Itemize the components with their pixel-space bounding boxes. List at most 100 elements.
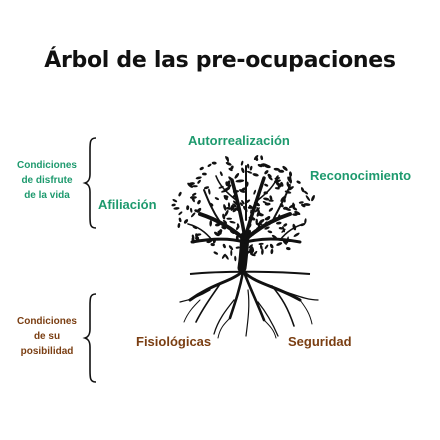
leaf-icon [293,232,300,237]
leaf-icon [240,160,244,166]
leaf-icon [256,206,261,214]
leaf-icon [249,165,253,171]
leaf-icon [264,217,269,221]
leaf-icon [208,188,211,195]
leaf-icon [230,249,233,257]
leaf-icon [267,230,273,234]
leaf-icon [246,170,253,174]
leaf-icon [226,184,232,191]
leaf-icon [228,167,233,172]
upper-brace-icon [82,137,97,229]
leaf-icon [277,183,283,189]
leaf-icon [287,184,291,191]
leaf-icon [210,243,215,247]
leaf-icon [223,196,228,201]
need-autorrealizacion: Autorrealización [188,133,290,148]
leaf-icon [173,207,180,210]
leaf-icon [276,221,282,225]
leaf-icon [224,254,229,260]
leaf-icon [178,191,182,197]
leaf-icon [247,163,250,169]
leaf-icon [214,231,220,237]
leaf-icon [186,205,190,211]
leaf-icon [274,187,280,190]
leaf-icon [252,250,258,256]
leaf-icon [304,218,307,224]
upper-group-line: Condiciones [16,160,77,171]
leaf-icon [286,247,291,251]
tree-roots [179,270,319,339]
leaf-icon [197,179,201,184]
leaf-icon [303,190,309,195]
leaf-icon [226,156,229,163]
tree-icon [171,154,319,339]
leaf-icon [190,212,196,218]
leaf-icon [239,202,243,207]
leaf-icon [234,255,237,262]
leaf-icon [294,210,301,216]
leaf-icon [276,242,283,246]
leaf-icon [171,203,176,207]
need-reconocimiento: Reconocimiento [310,168,412,183]
leaf-icon [209,219,213,227]
leaf-icon [292,206,298,211]
leaf-icon [264,244,269,250]
upper-group-label: Condiciones de disfrute de la vida [4,158,90,203]
leaf-icon [192,185,198,188]
leaf-icon [188,182,195,186]
leaf-icon [230,204,234,210]
need-fisiologicas: Fisiológicas [136,334,212,349]
leaf-icon [222,243,226,249]
leaf-icon [190,207,193,213]
leaf-icon [178,217,182,223]
leaf-icon [232,207,238,213]
leaf-icon [183,219,189,224]
leaf-icon [230,205,235,211]
leaf-icon [258,242,264,245]
leaf-icon [303,203,311,206]
leaf-icon [241,199,245,205]
leaf-icon [263,197,270,201]
leaf-icon [268,207,274,212]
leaf-icon [283,223,288,227]
leaf-icon [254,156,259,161]
leaf-icon [267,173,272,178]
leaf-icon [282,240,287,245]
leaf-icon [264,226,270,230]
lower-group-line: posibilidad [20,346,74,357]
leaf-icon [226,207,232,210]
leaf-icon [264,164,271,169]
leaf-icon [264,202,271,206]
leaf-icon [257,212,264,217]
leaf-icon [260,244,263,250]
leaf-icon [228,245,234,251]
leaf-icon [207,163,212,167]
leaf-icon [252,173,259,177]
leaf-icon [288,171,293,177]
leaf-icon [260,163,265,167]
leaf-icon [178,211,183,216]
page-title: Árbol de las pre-ocupaciones [44,48,396,73]
leaf-icon [211,161,217,165]
lower-group-line: Condiciones [16,316,77,327]
leaf-icon [261,248,264,255]
leaf-icon [189,196,197,199]
leaf-icon [222,213,226,220]
ground-line [189,270,311,275]
leaf-icon [219,171,223,177]
leaf-icon [278,169,285,173]
leaf-icon [239,189,246,193]
lower-group-line: de su [33,331,61,342]
leaf-icon [222,219,228,224]
leaf-icon [235,246,240,249]
leaf-icon [177,223,181,228]
leaf-icon [224,209,229,217]
leaf-icon [305,195,311,202]
leaf-icon [227,180,231,187]
leaf-icon [282,226,285,233]
need-seguridad: Seguridad [288,334,352,349]
leaf-icon [273,167,280,171]
leaf-icon [260,155,264,161]
leaf-icon [268,199,274,202]
